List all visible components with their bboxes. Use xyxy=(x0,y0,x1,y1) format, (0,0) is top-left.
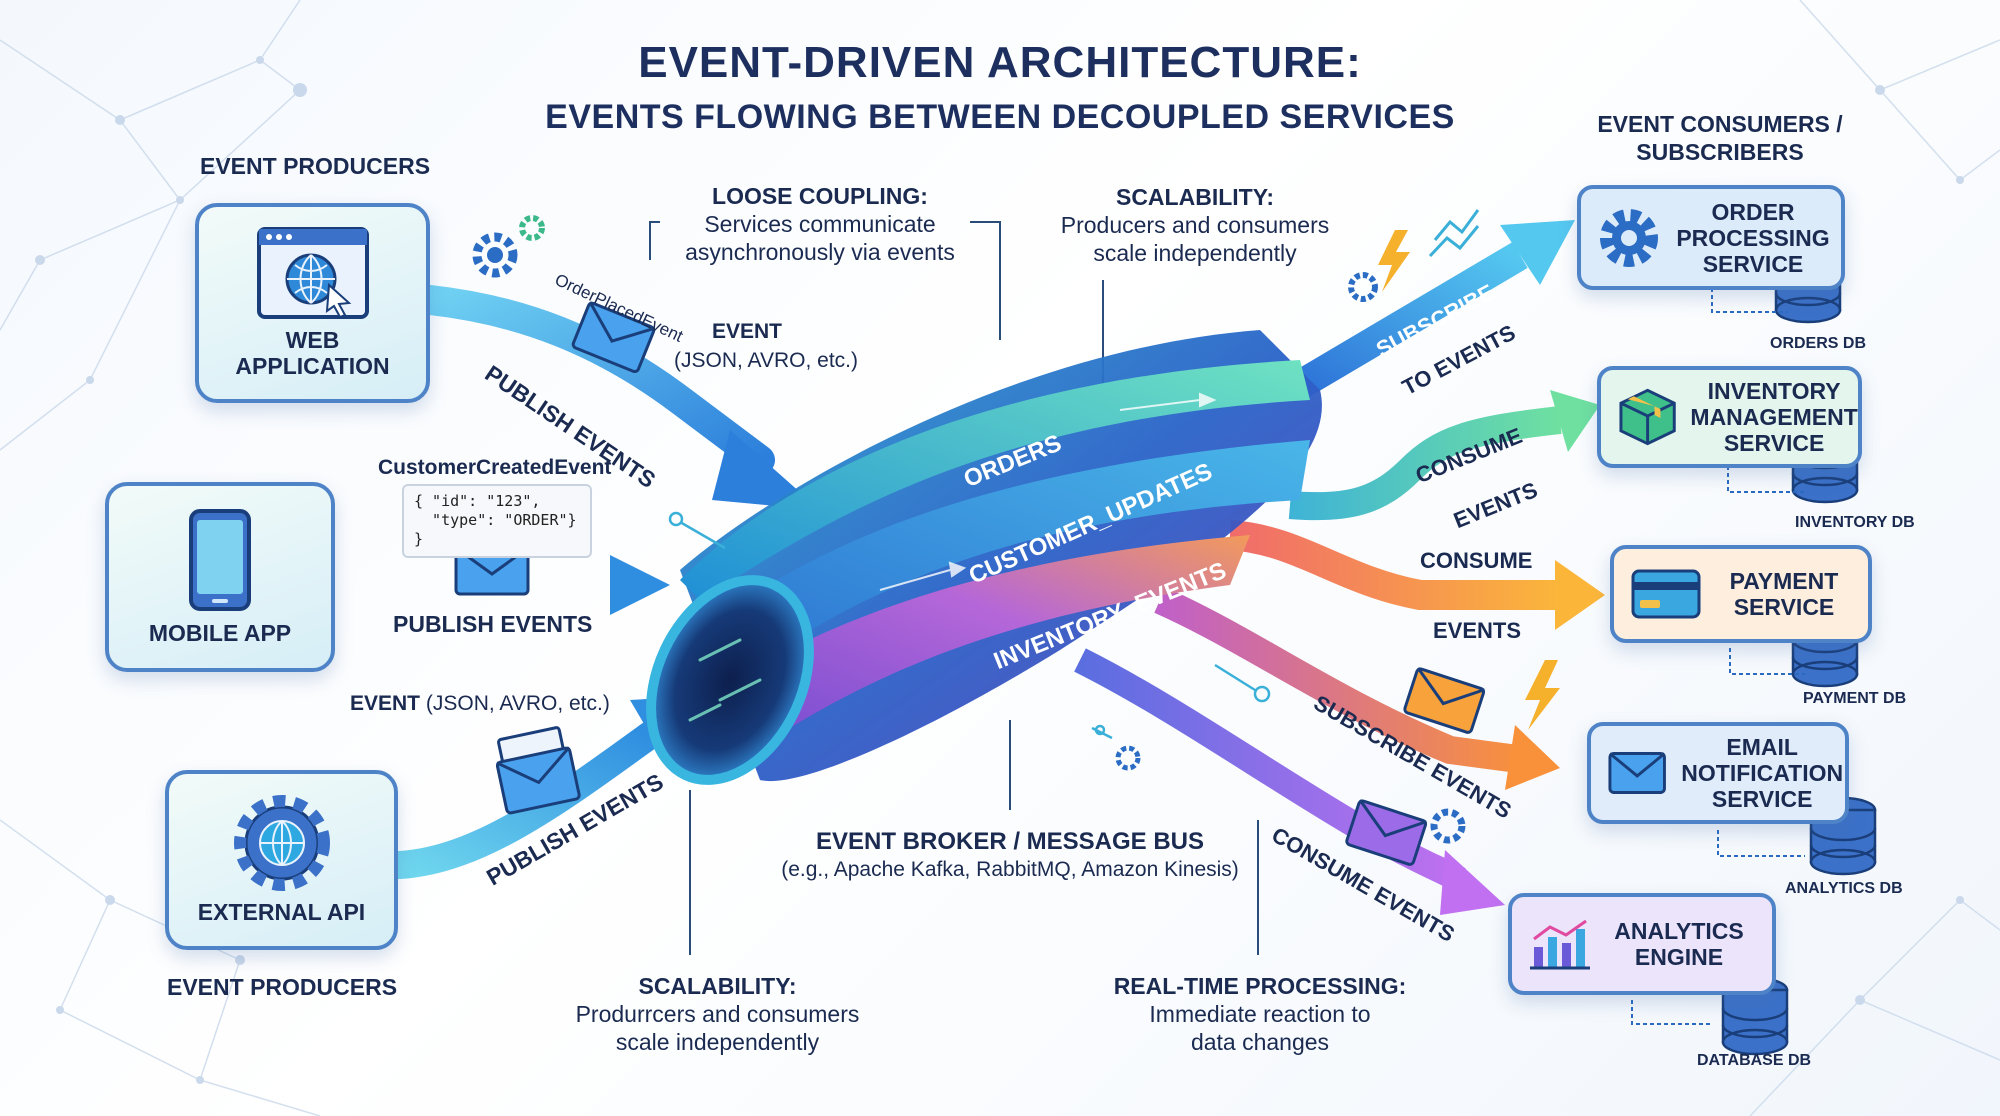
producer-external-api[interactable]: EXTERNAL API xyxy=(165,770,398,950)
producers-heading-top: EVENT PRODUCERS xyxy=(200,153,431,179)
gear-globe-icon xyxy=(233,795,330,891)
note-title: SCALABILITY: xyxy=(1115,184,1274,210)
producer-mobile-app[interactable]: MOBILE APP xyxy=(105,482,335,672)
publish-events-label-mobile: PUBLISH EVENTS xyxy=(393,611,593,637)
note-text: Services communicate xyxy=(704,211,936,237)
consumers-heading: EVENT CONSUMERS / SUBSCRIBERS xyxy=(1500,110,1940,166)
code-line: { "id": "123", xyxy=(414,492,541,510)
note-text: scale independently xyxy=(615,1029,820,1055)
note-text: data changes xyxy=(1190,1029,1330,1055)
envelope-icon xyxy=(454,301,1486,866)
db-label-orders: ORDERS DB xyxy=(1770,335,1867,352)
customer-created-event-label: CustomerCreatedEvent xyxy=(378,456,612,479)
note-text: Producers and consumers xyxy=(1060,212,1330,238)
producer-web-application[interactable]: WEB APPLICATION xyxy=(195,203,430,403)
consumer-label: ANALYTICS ENGINE xyxy=(1614,918,1744,970)
broker-examples: (e.g., Apache Kafka, RabbitMQ, Amazon Ki… xyxy=(781,858,1239,881)
consumer-label: ORDER PROCESSING SERVICE xyxy=(1676,198,1830,277)
consumer-label: PAYMENT SERVICE xyxy=(1729,568,1839,620)
node-link-icon xyxy=(668,511,1271,740)
consume-label-payment: CONSUME xyxy=(1420,548,1533,573)
consumer-label: INVENTORY MANAGEMENT SERVICE xyxy=(1690,378,1858,456)
db-label-inventory: INVENTORY DB xyxy=(1795,514,1915,531)
lightning-icon xyxy=(1378,230,1560,730)
note-scalability-bottom: SCALABILITY: Produrrcers and consumers s… xyxy=(540,972,895,1056)
note-title: LOOSE COUPLING: xyxy=(712,183,928,209)
package-icon xyxy=(1619,388,1676,446)
heading-line: EVENT CONSUMERS / xyxy=(1597,111,1843,137)
consumer-payment-service[interactable]: PAYMENT SERVICE xyxy=(1610,545,1872,643)
gear-icon xyxy=(1600,208,1658,267)
envelope-icon xyxy=(1608,752,1666,794)
note-text: Produrrcers and consumers xyxy=(575,1001,860,1027)
producers-heading-bottom: EVENT PRODUCERS xyxy=(167,974,398,1000)
db-label-analytics: ANALYTICS DB xyxy=(1785,880,1903,897)
event-word-top: EVENT xyxy=(712,320,783,343)
note-text: Immediate reaction to xyxy=(1149,1001,1371,1027)
consumer-label: EMAIL NOTIFICATION SERVICE xyxy=(1681,734,1844,812)
broker-title: EVENT BROKER / MESSAGE BUS xyxy=(815,828,1205,855)
db-label-payment: PAYMENT DB xyxy=(1803,690,1907,707)
note-loose-coupling: LOOSE COUPLING: Services communicate asy… xyxy=(660,182,980,266)
code-line: "type": "ORDER"} xyxy=(414,511,577,529)
event-format-bottom: EVENT (JSON, AVRO, etc.) xyxy=(350,692,610,715)
note-title: REAL-TIME PROCESSING: xyxy=(1113,973,1407,999)
producer-label: MOBILE APP xyxy=(148,620,292,646)
trend-icon xyxy=(1428,209,1480,258)
page-title: EVENT-DRIVEN ARCHITECTURE: xyxy=(638,38,1362,87)
consume-label-payment-2: EVENTS xyxy=(1433,618,1522,643)
producer-label: WEB APPLICATION xyxy=(235,327,390,379)
browser-globe-icon xyxy=(256,227,369,319)
gear-decoration-icon xyxy=(472,215,1466,844)
producer-label: EXTERNAL API xyxy=(197,899,366,925)
event-payload-code: { "id": "123", "type": "ORDER"} } xyxy=(402,484,592,558)
note-real-time-processing: REAL-TIME PROCESSING: Immediate reaction… xyxy=(1090,972,1430,1056)
heading-line: SUBSCRIBERS xyxy=(1636,139,1804,165)
bar-chart-icon xyxy=(1530,919,1590,970)
consumer-order-processing-service[interactable]: ORDER PROCESSING SERVICE xyxy=(1577,185,1845,290)
note-scalability-top: SCALABILITY: Producers and consumers sca… xyxy=(1040,183,1350,267)
consumer-email-notification-service[interactable]: EMAIL NOTIFICATION SERVICE xyxy=(1587,722,1849,824)
credit-card-icon xyxy=(1631,569,1701,619)
event-format-top: (JSON, AVRO, etc.) xyxy=(674,349,858,372)
code-line: } xyxy=(414,530,424,548)
broker-label: EVENT BROKER / MESSAGE BUS (e.g., Apache… xyxy=(740,828,1280,884)
note-title: SCALABILITY: xyxy=(638,973,797,999)
event-format-text: (JSON, AVRO, etc.) xyxy=(425,692,610,715)
consumer-analytics-engine[interactable]: ANALYTICS ENGINE xyxy=(1508,893,1776,995)
note-text: asynchronously via events xyxy=(685,239,955,265)
event-broker-tube xyxy=(646,330,1322,785)
db-label-database: DATABASE DB xyxy=(1697,1052,1812,1069)
page-subtitle: EVENTS FLOWING BETWEEN DECOUPLED SERVICE… xyxy=(545,98,1455,136)
note-text: scale independently xyxy=(1093,240,1297,266)
consumer-inventory-management-service[interactable]: INVENTORY MANAGEMENT SERVICE xyxy=(1597,366,1862,468)
smartphone-icon xyxy=(189,509,251,611)
